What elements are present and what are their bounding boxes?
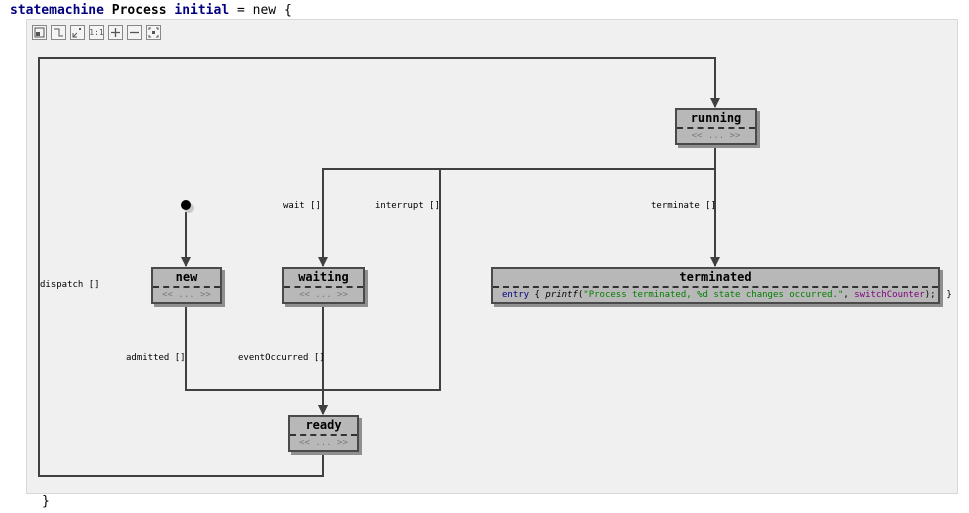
fit-selection-icon[interactable]: [70, 25, 85, 40]
edge-new-to-ready: [185, 304, 323, 391]
state-body: << ... >>: [691, 131, 741, 141]
layout-icon[interactable]: [32, 25, 47, 40]
state-body: << ... >>: [299, 438, 348, 448]
entry-function: printf: [545, 290, 578, 300]
state-name: ready: [290, 417, 357, 436]
diagram-toolbar: 1:1: [32, 25, 161, 40]
machine-name: Process: [111, 3, 167, 18]
initial-state-dot[interactable]: [181, 200, 191, 210]
entry-comma: ,: [843, 290, 855, 300]
state-body: << ... >>: [299, 290, 348, 300]
keyword-statemachine: statemachine: [10, 3, 104, 18]
zoom-out-icon[interactable]: [127, 25, 142, 40]
entry-string: "Process terminated, %d state changes oc…: [583, 290, 844, 300]
state-running[interactable]: running << ... >>: [675, 108, 757, 145]
edge-ready-to-running: [38, 57, 720, 477]
state-terminated[interactable]: terminated entry { printf("Process termi…: [491, 267, 952, 304]
entry-open-paren: (: [577, 290, 584, 300]
state-waiting[interactable]: waiting << ... >>: [282, 267, 365, 304]
label-admitted[interactable]: admitted []: [126, 353, 186, 363]
code-closing-brace: }: [42, 494, 50, 509]
label-interrupt[interactable]: interrupt []: [375, 201, 441, 211]
state-name: running: [677, 110, 755, 129]
state-name: terminated: [493, 269, 938, 288]
entry-action: entry { printf("Process terminated, %d s…: [493, 288, 952, 302]
state-name: new: [153, 269, 220, 288]
zoom-in-icon[interactable]: [108, 25, 123, 40]
fit-all-icon[interactable]: [146, 25, 161, 40]
state-ready[interactable]: ready << ... >>: [288, 415, 359, 452]
orthogonal-routing-icon[interactable]: [51, 25, 66, 40]
diagram-canvas[interactable]: 1:1: [26, 19, 958, 494]
state-name: waiting: [284, 269, 363, 288]
code-header-line: statemachine Process initial = new {: [10, 3, 292, 19]
label-event-occurred[interactable]: eventOccurred []: [238, 353, 325, 363]
entry-open-brace: {: [529, 290, 546, 300]
initial-assignment: = new {: [229, 3, 292, 18]
label-wait[interactable]: wait []: [283, 201, 321, 211]
label-terminate[interactable]: terminate []: [651, 201, 717, 211]
entry-variable: switchCounter: [854, 290, 925, 300]
keyword-initial: initial: [174, 3, 230, 18]
entry-keyword: entry: [502, 290, 530, 300]
entry-close: ); }: [924, 290, 952, 300]
state-new[interactable]: new << ... >>: [151, 267, 222, 304]
zoom-reset-button[interactable]: 1:1: [89, 25, 104, 40]
state-body: << ... >>: [162, 290, 211, 300]
label-dispatch[interactable]: dispatch []: [40, 280, 100, 290]
